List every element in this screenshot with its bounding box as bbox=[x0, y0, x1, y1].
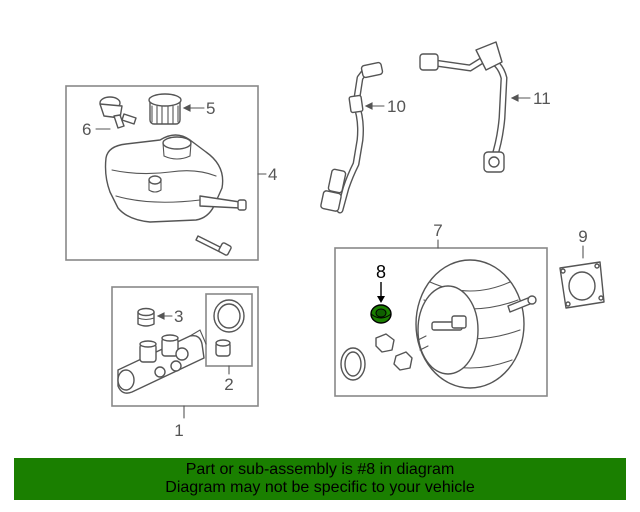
gasket-9[interactable] bbox=[559, 261, 605, 309]
callout-9: 9 bbox=[578, 227, 587, 246]
callout-3: 3 bbox=[174, 307, 183, 326]
callout-6: 6 bbox=[82, 120, 91, 139]
callout-4: 4 bbox=[268, 165, 277, 184]
callout-10: 10 bbox=[387, 97, 406, 116]
reservoir-bolt[interactable] bbox=[195, 235, 232, 256]
seal-kit-2[interactable] bbox=[213, 299, 245, 357]
callout-1: 1 bbox=[174, 421, 183, 440]
callout-7: 7 bbox=[433, 221, 442, 240]
vacuum-hose-10[interactable] bbox=[320, 61, 384, 214]
o-ring[interactable] bbox=[340, 347, 366, 381]
parts-diagram: 1 2 3 4 5 6 7 8 9 10 11 bbox=[65, 41, 605, 440]
booster-box bbox=[334, 247, 548, 397]
level-sensor-6[interactable] bbox=[99, 96, 137, 129]
grommet-8-highlighted[interactable] bbox=[370, 304, 392, 324]
booster-nuts[interactable] bbox=[375, 333, 413, 371]
reservoir-cap-5[interactable] bbox=[148, 93, 182, 125]
reservoir-box bbox=[65, 85, 259, 261]
callout-11: 11 bbox=[533, 89, 551, 108]
master-cylinder-box bbox=[111, 286, 259, 407]
banner-line-2: Diagram may not be specific to your vehi… bbox=[165, 479, 475, 496]
vacuum-hose-11[interactable] bbox=[419, 41, 508, 173]
booster-group bbox=[334, 239, 548, 397]
reservoir-group bbox=[65, 85, 267, 261]
callout-8: 8 bbox=[376, 262, 386, 282]
banner-line-1: Part or sub-assembly is #8 in diagram bbox=[185, 461, 455, 478]
master-cylinder-group bbox=[111, 286, 259, 419]
master-cylinder-body[interactable] bbox=[117, 329, 207, 394]
callout-5: 5 bbox=[206, 99, 215, 118]
brake-booster[interactable] bbox=[415, 259, 537, 389]
grommet-3[interactable] bbox=[137, 307, 155, 327]
reservoir-body[interactable] bbox=[104, 134, 247, 223]
callout-2: 2 bbox=[224, 375, 233, 394]
info-banner: Part or sub-assembly is #8 in diagram Di… bbox=[14, 458, 626, 500]
